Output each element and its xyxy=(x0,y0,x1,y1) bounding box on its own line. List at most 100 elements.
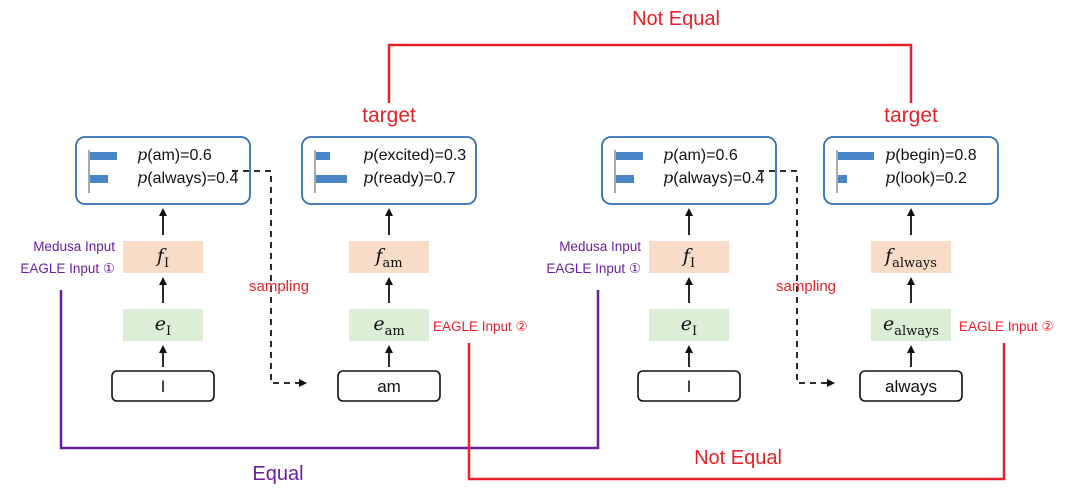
e-box xyxy=(871,309,951,341)
token-box xyxy=(859,370,963,402)
eagle-input-2-label-left: EAGLE Input ② xyxy=(433,319,528,334)
probability-text: p(always)=0.4 xyxy=(663,168,765,187)
sampling-label-right: sampling xyxy=(776,278,836,295)
f-label-main: f xyxy=(883,245,895,267)
arrow-f-to-prob-head xyxy=(907,208,915,216)
bottom-not-equal-bracket xyxy=(467,343,1006,481)
e-label-main: e xyxy=(373,313,384,335)
e-box xyxy=(349,309,429,341)
e-label-subscript: I xyxy=(166,324,171,339)
f-label: falways xyxy=(883,245,937,271)
probability-box xyxy=(601,136,777,205)
probability-symbol: p xyxy=(885,168,895,187)
probability-text: p(ready)=0.7 xyxy=(363,168,456,187)
e-label: eI xyxy=(155,313,171,339)
probability-symbol: p xyxy=(663,168,673,187)
probability-text: p(excited)=0.3 xyxy=(363,145,466,164)
f-label-subscript: am xyxy=(382,256,402,271)
arrow-f-to-prob-head xyxy=(159,208,167,216)
probability-value: (always)=0.4 xyxy=(673,170,764,187)
bottom-equal-bracket xyxy=(59,290,600,450)
probability-value: (am)=0.6 xyxy=(147,147,212,164)
probability-text: p(am)=0.6 xyxy=(663,145,738,164)
e-label-subscript: I xyxy=(692,324,697,339)
e-label-main: e xyxy=(681,313,692,335)
arrow-f-to-prob-head xyxy=(385,208,393,216)
top-not-equal-label: Not Equal xyxy=(632,8,720,30)
arrow-e-to-f-head xyxy=(385,277,393,285)
probability-text: p(am)=0.6 xyxy=(137,145,212,164)
f-box xyxy=(349,241,429,273)
sampling-arrow-left xyxy=(232,170,307,387)
probability-text: p(look)=0.2 xyxy=(885,168,967,187)
token-label: I xyxy=(161,377,166,396)
e-label: eI xyxy=(681,313,697,339)
f-label-main: f xyxy=(155,245,167,267)
probability-value: (look)=0.2 xyxy=(895,170,967,187)
probability-symbol: p xyxy=(363,145,373,164)
sampling-label-left: sampling xyxy=(249,278,309,295)
probability-bar xyxy=(838,175,847,183)
top-not-equal-bracket xyxy=(387,43,913,103)
f-box xyxy=(871,241,951,273)
arrow-f-to-prob-head xyxy=(685,208,693,216)
medusa-input-label-left: Medusa Input xyxy=(33,239,115,254)
arrow-e-to-f-head xyxy=(685,277,693,285)
f-label: fI xyxy=(155,245,169,271)
target-label: target xyxy=(884,104,938,127)
arrow-token-to-e-head xyxy=(685,345,693,353)
e-box xyxy=(649,309,729,341)
probability-symbol: p xyxy=(137,168,147,187)
f-label-subscript: I xyxy=(690,256,695,271)
probability-bar xyxy=(316,152,330,160)
f-label-subscript: always xyxy=(892,256,937,271)
probability-value: (begin)=0.8 xyxy=(895,147,976,164)
arrow-token-to-e-head xyxy=(385,345,393,353)
f-box xyxy=(123,241,203,273)
token-box xyxy=(337,370,441,402)
f-label-subscript: I xyxy=(164,256,169,271)
eagle-input-1-label-right: EAGLE Input ① xyxy=(546,261,641,276)
medusa-input-label-right: Medusa Input xyxy=(559,239,641,254)
f-label-main: f xyxy=(373,245,385,267)
e-label-main: e xyxy=(883,313,894,335)
bottom-not-equal-label: Not Equal xyxy=(694,447,782,469)
arrow-e-to-f-head xyxy=(159,277,167,285)
e-label-subscript: always xyxy=(894,324,939,339)
arrow-token-to-e-head xyxy=(159,345,167,353)
arrow-token-to-e-head xyxy=(907,345,915,353)
probability-value: (ready)=0.7 xyxy=(373,170,455,187)
probability-symbol: p xyxy=(137,145,147,164)
target-label: target xyxy=(362,104,416,127)
probability-value: (am)=0.6 xyxy=(673,147,738,164)
bottom-equal-label: Equal xyxy=(252,463,303,485)
probability-symbol: p xyxy=(885,145,895,164)
f-box xyxy=(649,241,729,273)
probability-bar xyxy=(316,175,347,183)
token-box xyxy=(637,370,741,402)
probability-text: p(always)=0.4 xyxy=(137,168,239,187)
f-label-main: f xyxy=(681,245,693,267)
f-label: fam xyxy=(373,245,402,271)
probability-value: (always)=0.4 xyxy=(147,170,238,187)
e-label: eam xyxy=(373,313,404,339)
f-label: fI xyxy=(681,245,695,271)
probability-value: (excited)=0.3 xyxy=(373,147,466,164)
arrow-e-to-f-head xyxy=(907,277,915,285)
probability-box xyxy=(75,136,251,205)
probability-bar xyxy=(90,152,117,160)
probability-symbol: p xyxy=(363,168,373,187)
e-label-main: e xyxy=(155,313,166,335)
token-label: I xyxy=(687,377,692,396)
token-label: always xyxy=(885,377,937,396)
column-g4: targetp(begin)=0.8p(look)=0.2falwaysealw… xyxy=(823,104,999,402)
token-label: am xyxy=(377,377,401,396)
eagle-input-1-label-left: EAGLE Input ① xyxy=(20,261,115,276)
e-label-subscript: am xyxy=(385,324,405,339)
probability-bar xyxy=(838,152,874,160)
probability-text: p(begin)=0.8 xyxy=(885,145,977,164)
